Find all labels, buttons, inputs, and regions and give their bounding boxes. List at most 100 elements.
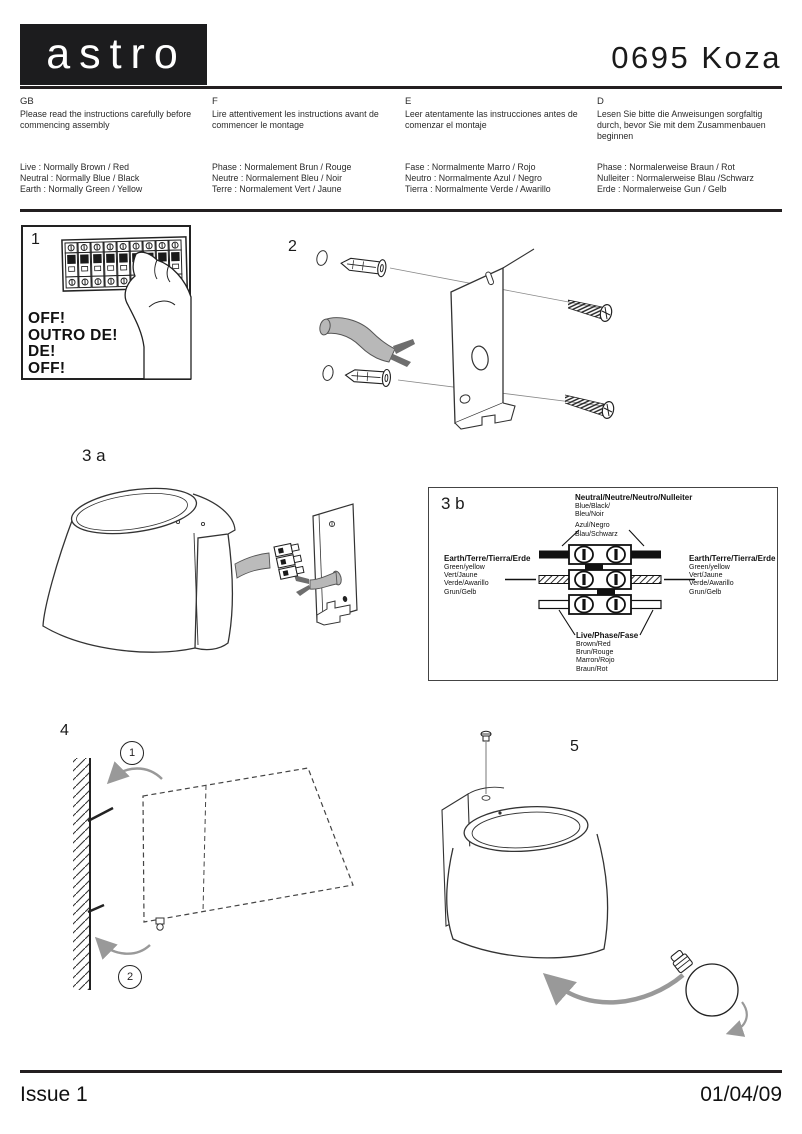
wire-colours: Live : Normally Brown / Red Neutral : No… (20, 162, 200, 195)
cable-core (393, 339, 415, 354)
wire-live: Live : Normally Brown / Red (20, 162, 130, 172)
wire-neutral: Nulleiter : Normalerweise Blau /Schwarz (597, 173, 754, 183)
wall-hook-top (87, 806, 114, 823)
lamp-dashed-outline (142, 767, 354, 931)
wire-earth: Erde : Normalerweise Gun / Gelb (597, 184, 727, 194)
wall-hole (316, 250, 328, 266)
wire-neutral: Neutre : Normalement Bleu / Noir (212, 173, 343, 183)
neutral-wire (631, 550, 661, 559)
plate-flange (316, 600, 351, 626)
step-2-label: 2 (288, 238, 297, 255)
step-4-label: 4 (60, 722, 69, 739)
section-rule (20, 209, 782, 212)
terminal-row-neutral (568, 544, 632, 565)
wire-live: Phase : Normalerweise Braun / Rot (597, 162, 735, 172)
insert-bulb-arrow (542, 973, 685, 1006)
warning-line: OFF! (28, 359, 66, 377)
lang-code: F (212, 96, 218, 107)
wire-colours: Phase : Normalerweise Braun / Rot Nullei… (597, 162, 777, 195)
bracket-hole (471, 345, 489, 371)
twist-bulb-arrow (725, 1001, 748, 1037)
rotate-arrow-bottom (94, 936, 151, 960)
step-1-label: 1 (31, 231, 40, 248)
wire-earth: Earth : Normally Green / Yellow (20, 184, 143, 194)
step-5-label: 5 (570, 738, 579, 755)
wire-colours: Fase : Normalmente Marro / Rojo Neutro :… (405, 162, 585, 195)
mounted-lamp (441, 786, 609, 959)
terminal-connector (273, 542, 305, 580)
terminal-block-diagram (505, 529, 695, 636)
light-bulb (670, 950, 739, 1017)
cable-core (390, 354, 411, 367)
mounting-plate (294, 503, 358, 626)
screw-top (567, 299, 613, 322)
step-3b-label: 3 b (441, 494, 465, 513)
leader-line (561, 529, 580, 547)
bracket-slot (485, 271, 495, 286)
lang-column-gb: GB Please read the instructions carefull… (20, 96, 200, 194)
header-rule (20, 86, 782, 89)
warning-line: OUTRO DE! (28, 326, 118, 344)
product-code: 0695 Koza (611, 40, 782, 75)
lang-code: E (405, 96, 412, 107)
neutral-label: Neutral/Neutre/Neutro/Nulleiter Blue/Bla… (575, 493, 693, 538)
screw-hole (481, 795, 491, 801)
lamp-flex (234, 552, 271, 579)
wall-hook-bottom (87, 903, 105, 914)
bracket-flange (454, 402, 516, 430)
lamp-connection-illustration (42, 487, 358, 653)
pointing-hand (124, 251, 192, 380)
lang-code: GB (20, 96, 34, 107)
live-label: Live/Phase/Fase Brown/Red Brun/Rouge Mar… (576, 631, 639, 673)
diagram-3b-box: 3 b (428, 487, 778, 681)
wall-hole (322, 365, 334, 381)
retaining-screw-nub (155, 917, 165, 925)
neutral-wire (539, 550, 569, 559)
terminal-row-earth (568, 569, 632, 590)
warning-line: OFF! (28, 310, 66, 327)
screw-bottom (564, 394, 615, 419)
live-wire (538, 599, 570, 610)
substep-2-badge: 2 (118, 965, 142, 989)
diagram-1-box: 1 (21, 225, 192, 380)
fusebox-illustration (61, 236, 192, 380)
wall-plug-top (340, 257, 387, 278)
leader-line (639, 609, 654, 636)
warning-text: OFF! OUTRO DE! DE! OFF! (28, 310, 118, 377)
step-3a-label: 3 a (82, 446, 106, 465)
live-wire (630, 599, 662, 610)
hanging-illustration (73, 758, 354, 990)
lang-intro: Lire attentivement les instructions avan… (212, 109, 379, 130)
cable-core (294, 575, 309, 584)
lang-column-f: F Lire attentivement les instructions av… (212, 96, 392, 194)
bracket-fixing-illustration (316, 248, 615, 430)
fixing-screw (480, 730, 492, 794)
earth-wire (630, 575, 662, 584)
wire-earth: Tierra : Normalmente Verde / Awarillo (405, 184, 551, 194)
leader-line (628, 529, 645, 547)
wall-plug-bottom (344, 368, 391, 388)
astro-logo: astro (20, 24, 207, 85)
lang-intro: Leer atentamente las instrucciones antes… (405, 109, 578, 130)
mains-cable (319, 317, 415, 367)
wall-hatching (73, 758, 90, 990)
wire-neutral: Neutro : Normalmente Azul / Negro (405, 173, 542, 183)
terminal-row-live (568, 594, 632, 615)
lamp-body (42, 487, 236, 653)
issue-number: Issue 1 (20, 1083, 88, 1106)
block-spacer (585, 563, 603, 571)
logo-text: astro (46, 30, 187, 78)
bulb-fitting-illustration (441, 730, 748, 1037)
block-spacer (597, 588, 615, 596)
lang-column-e: E Leer atentamente las instrucciones ant… (405, 96, 585, 194)
issue-date: 01/04/09 (700, 1083, 782, 1106)
wall-bracket (450, 248, 535, 430)
warning-line: DE! (28, 343, 56, 360)
earth-label-left: Earth/Terre/Tierra/Erde Green/yellow Ver… (444, 554, 531, 596)
bracket-hole-small (459, 394, 471, 404)
lang-intro: Please read the instructions carefully b… (20, 109, 192, 130)
cable-core (296, 585, 310, 596)
lang-column-d: D Lesen Sie bitte die Anweisungen sorgfa… (597, 96, 777, 194)
earth-wire (538, 575, 570, 584)
